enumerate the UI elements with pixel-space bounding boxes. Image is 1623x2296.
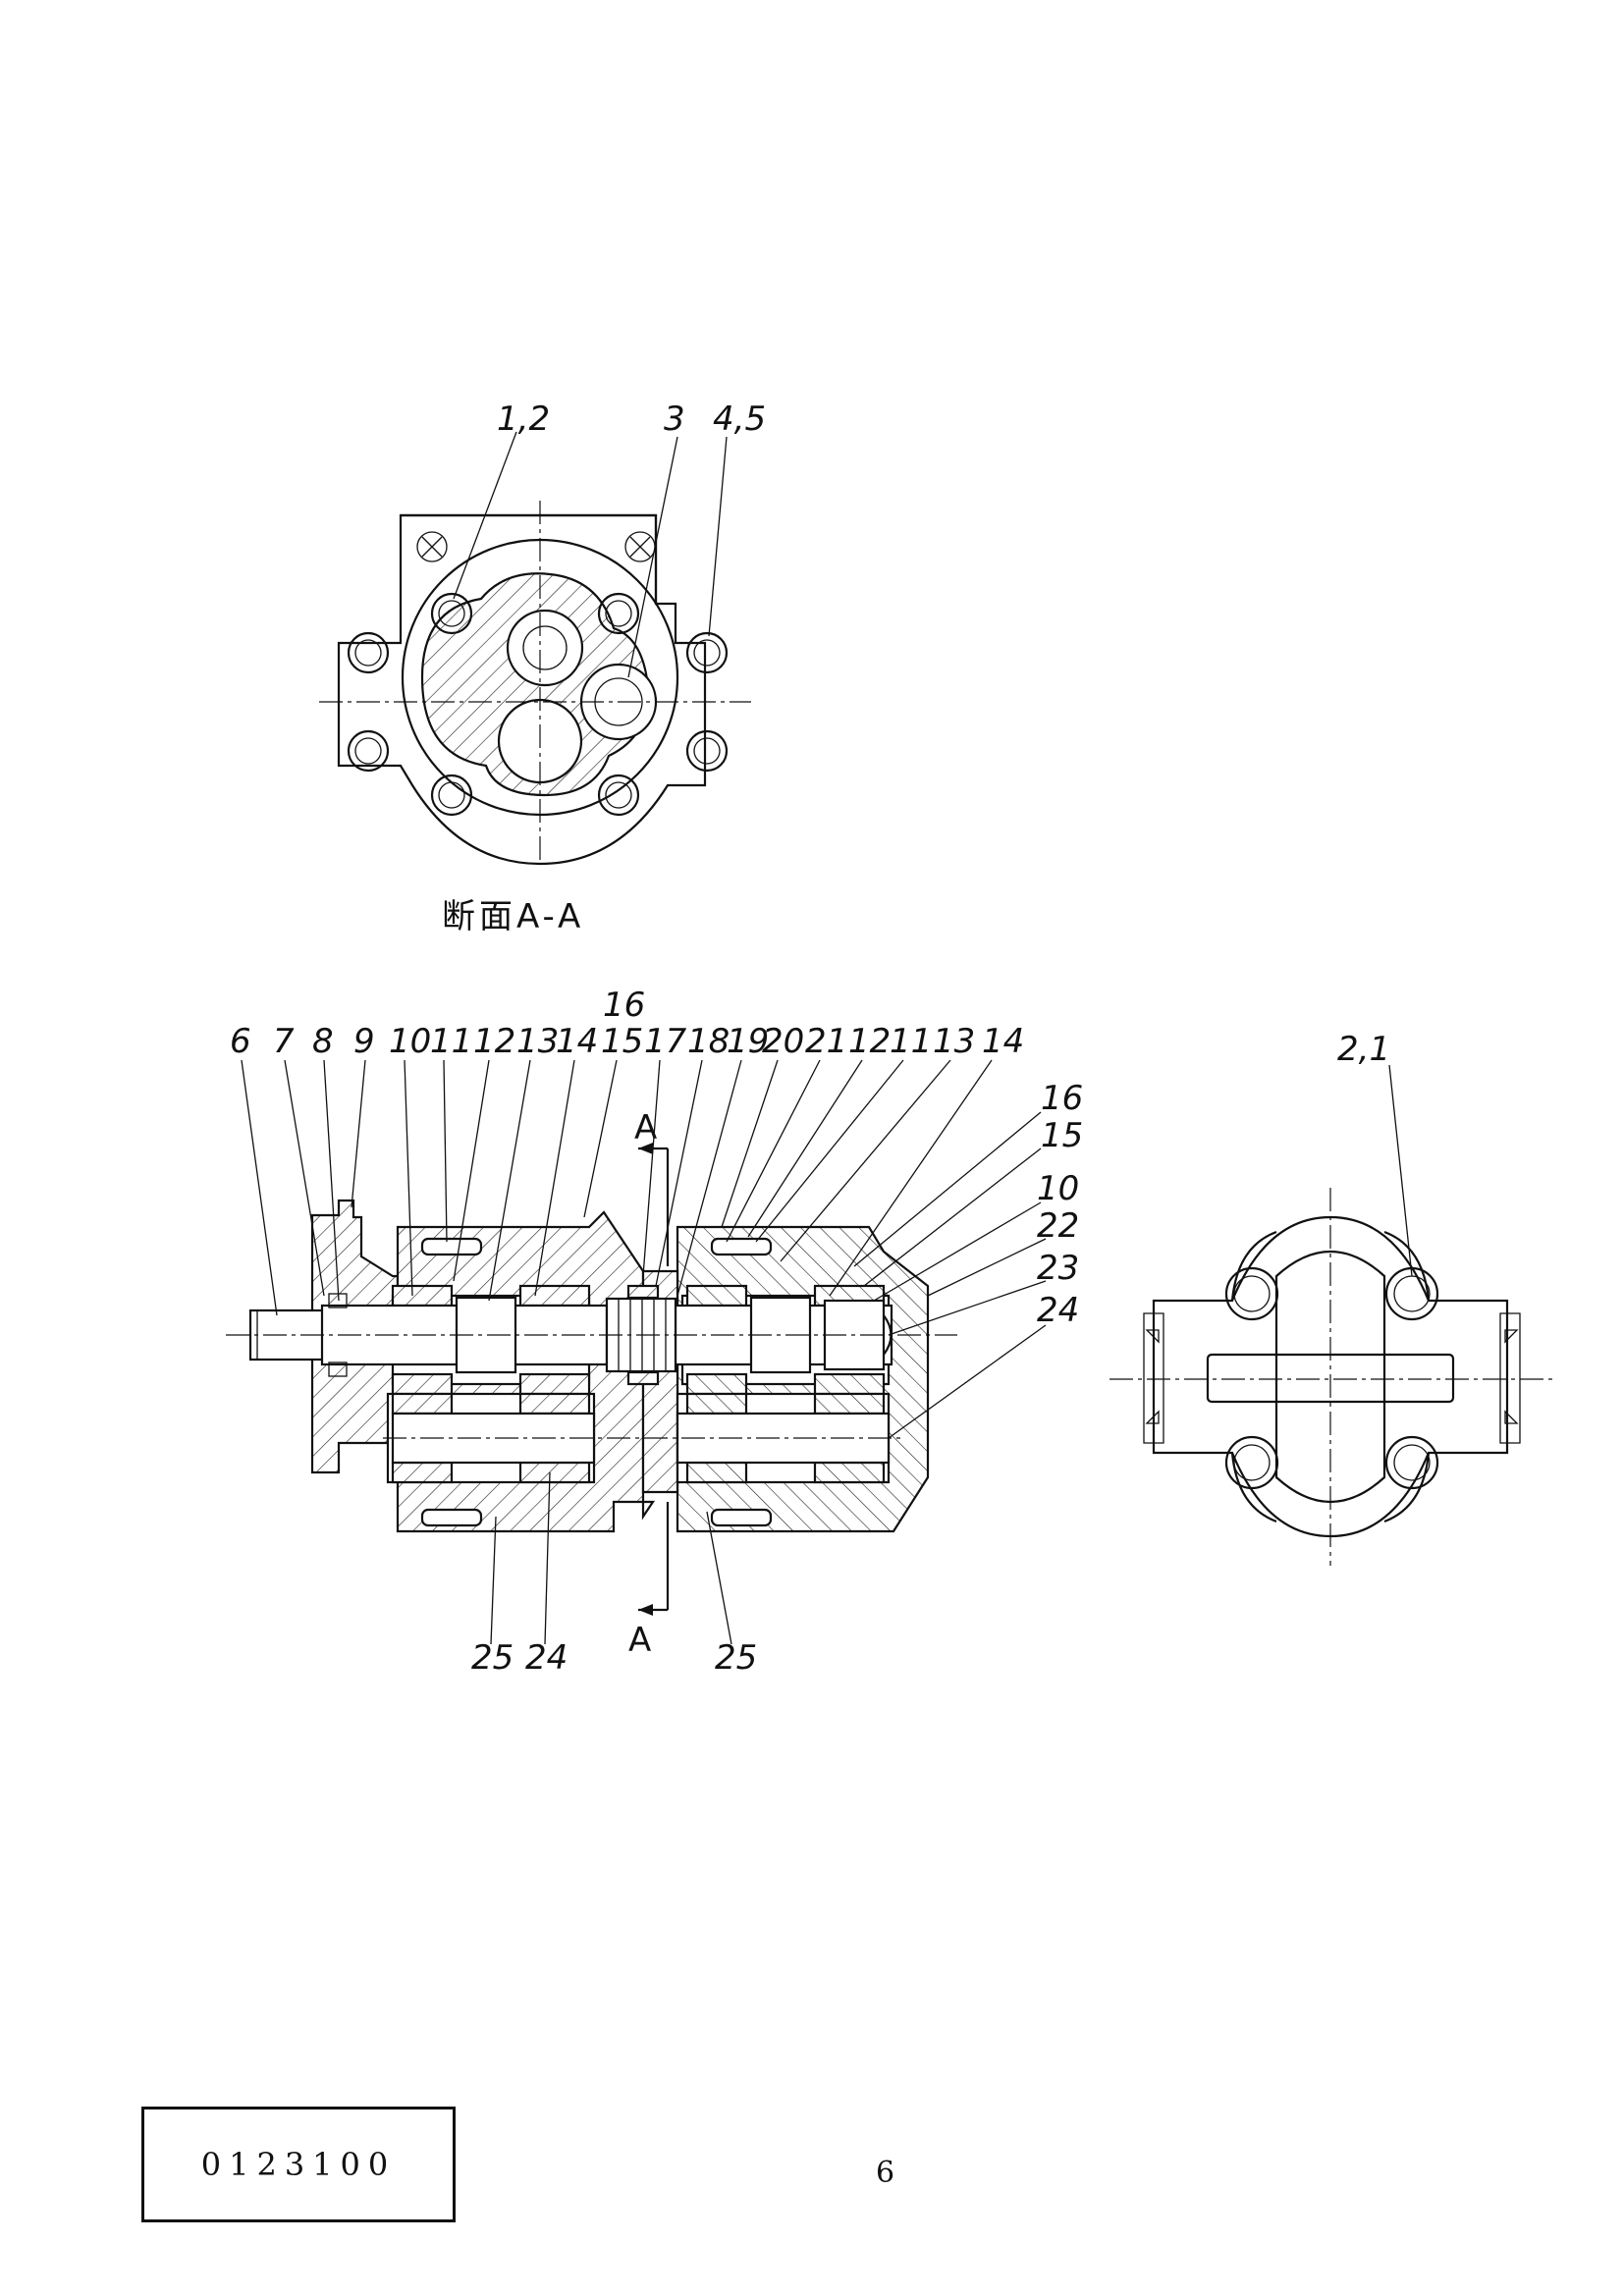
callout-6: 6 [230,1022,251,1061]
callout-8: 8 [312,1022,334,1061]
callout-21: 21 [805,1022,847,1061]
top-leaders [241,1059,993,1316]
callout-18: 18 [687,1022,730,1061]
section-caption: 断面A-A [442,897,584,936]
callout-14: 14 [556,1022,598,1061]
bottom-leaders [490,1471,732,1645]
end-view: 2,1 [1109,1030,1556,1566]
callout-1-2: 1,2 [497,400,550,439]
callout-20: 20 [762,1022,804,1061]
callout-23: 23 [1037,1249,1079,1288]
page-number: 6 [876,2156,895,2190]
callout-25-left: 25 [471,1638,514,1678]
callout-10: 10 [389,1022,431,1061]
callout-16-right: 16 [1041,1079,1083,1118]
callout-16-upper: 16 [603,986,645,1025]
callout-22: 22 [1037,1206,1079,1246]
callout-9: 9 [353,1022,375,1061]
callout-15: 15 [601,1022,643,1061]
dowel-pins [420,1237,773,1527]
section-a-a-view: 1,2 3 4,5 断面A-A [319,400,766,936]
callout-24-right: 24 [1037,1291,1079,1330]
callout-24-bottom: 24 [525,1638,568,1678]
section-mark-bottom: A [628,1621,651,1660]
end-view-bolts [1224,1266,1439,1490]
callout-17: 17 [644,1022,687,1061]
callout-12: 12 [473,1022,515,1061]
callout-4-5: 4,5 [713,400,766,439]
section-mark-top: A [634,1108,657,1148]
document-code-box: 0123100 [141,2107,456,2222]
document-code: 0123100 [200,2146,397,2183]
callout-19: 19 [727,1022,769,1061]
right-leaders [853,1111,1047,1439]
callout-7: 7 [273,1022,295,1061]
callout-3: 3 [664,400,685,439]
callout-13: 13 [516,1022,559,1061]
callout-15-right: 15 [1041,1116,1083,1155]
callout-12b: 12 [848,1022,891,1061]
main-cross-section-view: A A [226,986,1083,1678]
callout-13b: 13 [933,1022,975,1061]
callout-25-right: 25 [715,1638,757,1678]
callout-10-right: 10 [1037,1169,1079,1208]
callout-2-1: 2,1 [1337,1030,1390,1069]
callout-11b: 11 [890,1022,932,1061]
callout-11: 11 [430,1022,472,1061]
section-cut-line [638,1143,670,1616]
bolt-holes [347,592,729,817]
callout-14b: 14 [982,1022,1024,1061]
bearings [391,1284,886,1484]
